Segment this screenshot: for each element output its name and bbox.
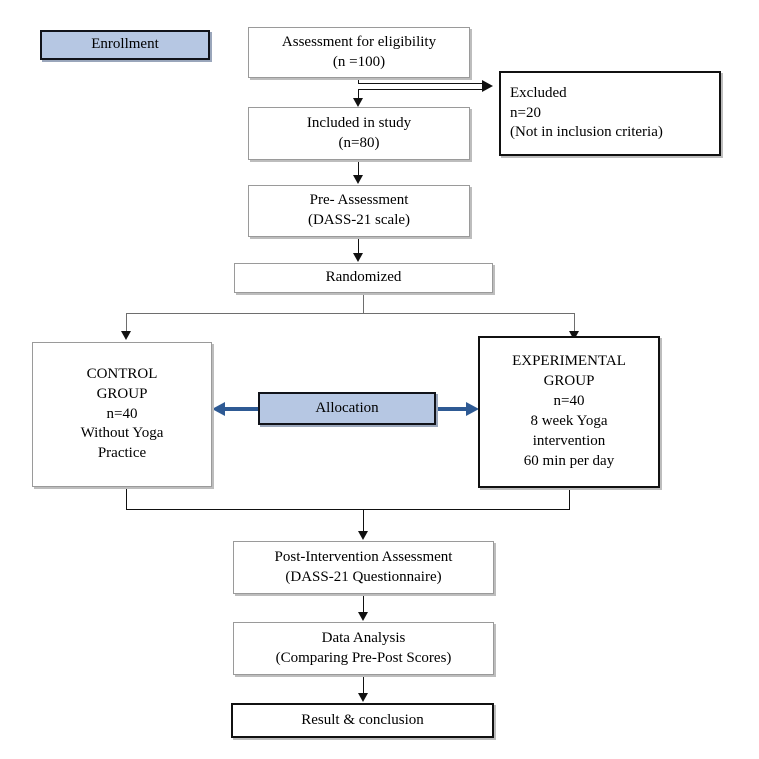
node-experimental-group-line-1: GROUP xyxy=(543,373,595,390)
connector-merge-bar xyxy=(126,509,570,510)
node-pre-assessment-line-1: (DASS-21 scale) xyxy=(307,212,411,228)
arrowhead-preassessment-to-randomized xyxy=(353,253,363,262)
node-allocation-line-0: Allocation xyxy=(315,399,379,416)
node-post-intervention-line-1: (DASS-21 Questionnaire) xyxy=(285,568,442,585)
node-included-in-study-line-1: (n=80) xyxy=(338,134,380,151)
connector-preassessment-to-randomized xyxy=(358,238,359,254)
connector-allocation-left-shaft xyxy=(224,407,262,411)
node-control-group-line-1: GROUP xyxy=(96,385,148,402)
node-randomized-line-0: Randomized xyxy=(325,269,402,286)
node-experimental-group-line-2: n=40 xyxy=(553,393,585,410)
arrowhead-included-to-preassessment xyxy=(353,175,363,184)
connector-control-down xyxy=(126,487,127,509)
node-data-analysis-line-0: Data Analysis xyxy=(321,629,406,646)
node-experimental-group-line-0: EXPERIMENTAL xyxy=(512,353,626,370)
node-experimental-group-line-4: intervention xyxy=(532,432,606,449)
arrowhead-excluded xyxy=(482,80,493,92)
node-excluded-line-1: n=20 xyxy=(510,104,541,121)
node-excluded-line-0: Excluded xyxy=(510,84,567,101)
arrowhead-allocation-right xyxy=(466,402,479,416)
node-assessment-eligibility-line-0: Assessment for eligibility xyxy=(281,33,437,50)
node-data-analysis: Data Analysis (Comparing Pre-Post Scores… xyxy=(233,622,494,675)
node-control-group-line-4: Practice xyxy=(97,445,147,462)
node-experimental-group-line-5: 60 min per day xyxy=(523,452,615,469)
node-control-group-line-0: CONTROL xyxy=(86,365,158,382)
node-excluded-line-2: (Not in inclusion criteria) xyxy=(510,124,663,141)
node-included-in-study-line-0: Included in study xyxy=(306,114,412,131)
arrowhead-merge-to-post xyxy=(358,531,368,540)
node-enrollment-line-0: Enrollment xyxy=(91,36,159,53)
node-control-group-line-3: Without Yoga xyxy=(80,425,164,442)
node-assessment-eligibility-line-1: (n =100) xyxy=(332,53,386,70)
arrowhead-randomized-to-control xyxy=(121,331,131,340)
node-result-conclusion-line-0: Result & conclusion xyxy=(301,711,424,728)
connector-excluded-shaft xyxy=(358,83,483,90)
connector-merge-to-post xyxy=(363,509,364,533)
connector-included-to-preassessment xyxy=(358,160,359,176)
node-control-group: CONTROL GROUP n=40 Without Yoga Practice xyxy=(32,342,212,487)
arrowhead-randomized-to-experimental xyxy=(569,331,579,340)
node-randomized: Randomized xyxy=(234,263,493,293)
node-experimental-group-line-3: 8 week Yoga xyxy=(530,413,608,429)
connector-post-to-analysis xyxy=(363,594,364,613)
node-data-analysis-line-1: (Comparing Pre-Post Scores) xyxy=(275,649,452,666)
node-enrollment: Enrollment xyxy=(40,30,210,60)
node-post-intervention-line-0: Post-Intervention Assessment xyxy=(274,548,453,565)
connector-randomized-split-bar xyxy=(126,313,574,314)
node-post-intervention: Post-Intervention Assessment (DASS-21 Qu… xyxy=(233,541,494,594)
node-assessment-eligibility: Assessment for eligibility (n =100) xyxy=(248,27,470,78)
arrowhead-analysis-to-result xyxy=(358,693,368,702)
connector-randomized-stem xyxy=(363,295,364,313)
arrowhead-allocation-left xyxy=(212,402,225,416)
node-pre-assessment: Pre- Assessment (DASS-21 scale) xyxy=(248,185,470,237)
node-included-in-study: Included in study (n=80) xyxy=(248,107,470,160)
arrowhead-post-to-analysis xyxy=(358,612,368,621)
node-excluded: Excluded n=20 (Not in inclusion criteria… xyxy=(499,71,721,156)
connector-randomized-to-experimental xyxy=(574,313,575,334)
connector-experimental-down xyxy=(569,488,570,509)
node-pre-assessment-line-0: Pre- Assessment xyxy=(309,192,409,209)
node-allocation: Allocation xyxy=(258,392,436,425)
node-experimental-group: EXPERIMENTAL GROUP n=40 8 week Yoga inte… xyxy=(478,336,660,488)
connector-randomized-to-control xyxy=(126,313,127,334)
connector-analysis-to-result xyxy=(363,675,364,694)
connector-allocation-right-shaft xyxy=(434,407,472,411)
node-control-group-line-2: n=40 xyxy=(106,405,138,422)
node-result-conclusion: Result & conclusion xyxy=(231,703,494,738)
arrowhead-assessment-to-included xyxy=(353,98,363,107)
